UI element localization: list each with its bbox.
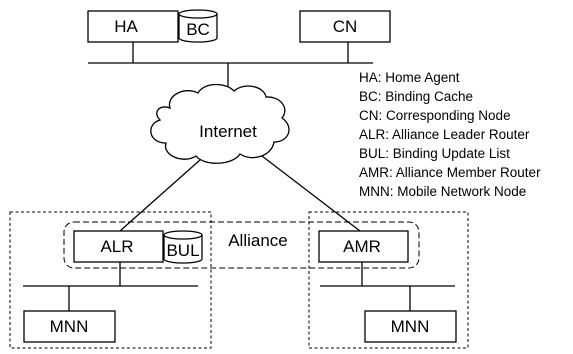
ha-label: HA [114,17,138,36]
alliance-boundary [63,221,420,269]
legend-item: BUL: Binding Update List [359,146,510,161]
right-network-boundary [308,211,469,349]
legend-item: ALR: Alliance Leader Router [359,127,530,142]
ha-box [87,10,179,43]
bc-label: BC [186,20,210,39]
legend: HA: Home Agent BC: Binding Cache CN: Cor… [359,70,541,199]
internet-amr-link [261,155,361,232]
legend-item: HA: Home Agent [359,70,460,85]
internet-cloud [150,83,290,164]
alliance-label: Alliance [228,231,288,250]
amr-box [318,230,409,263]
alr-label: ALR [100,237,133,256]
internet-alr-link [119,159,201,232]
mnn-right-label: MNN [391,317,430,336]
left-network-boundary [9,211,212,349]
mnn-left-label: MNN [50,317,89,336]
bul-cylinder [163,230,203,264]
legend-item: CN: Corresponding Node [359,108,511,123]
bc-cylinder [178,9,218,43]
amr-label: AMR [343,237,381,256]
mnn-right-box [364,310,457,343]
legend-item: AMR: Alliance Member Router [359,165,541,180]
alr-box [73,230,164,263]
internet-label: Internet [199,122,257,141]
cn-label: CN [333,17,358,36]
bul-label: BUL [166,241,199,260]
legend-item: BC: Binding Cache [359,89,473,104]
mnn-left-box [23,310,116,343]
legend-item: MNN: Mobile Network Node [359,184,526,199]
cn-box [299,10,391,43]
